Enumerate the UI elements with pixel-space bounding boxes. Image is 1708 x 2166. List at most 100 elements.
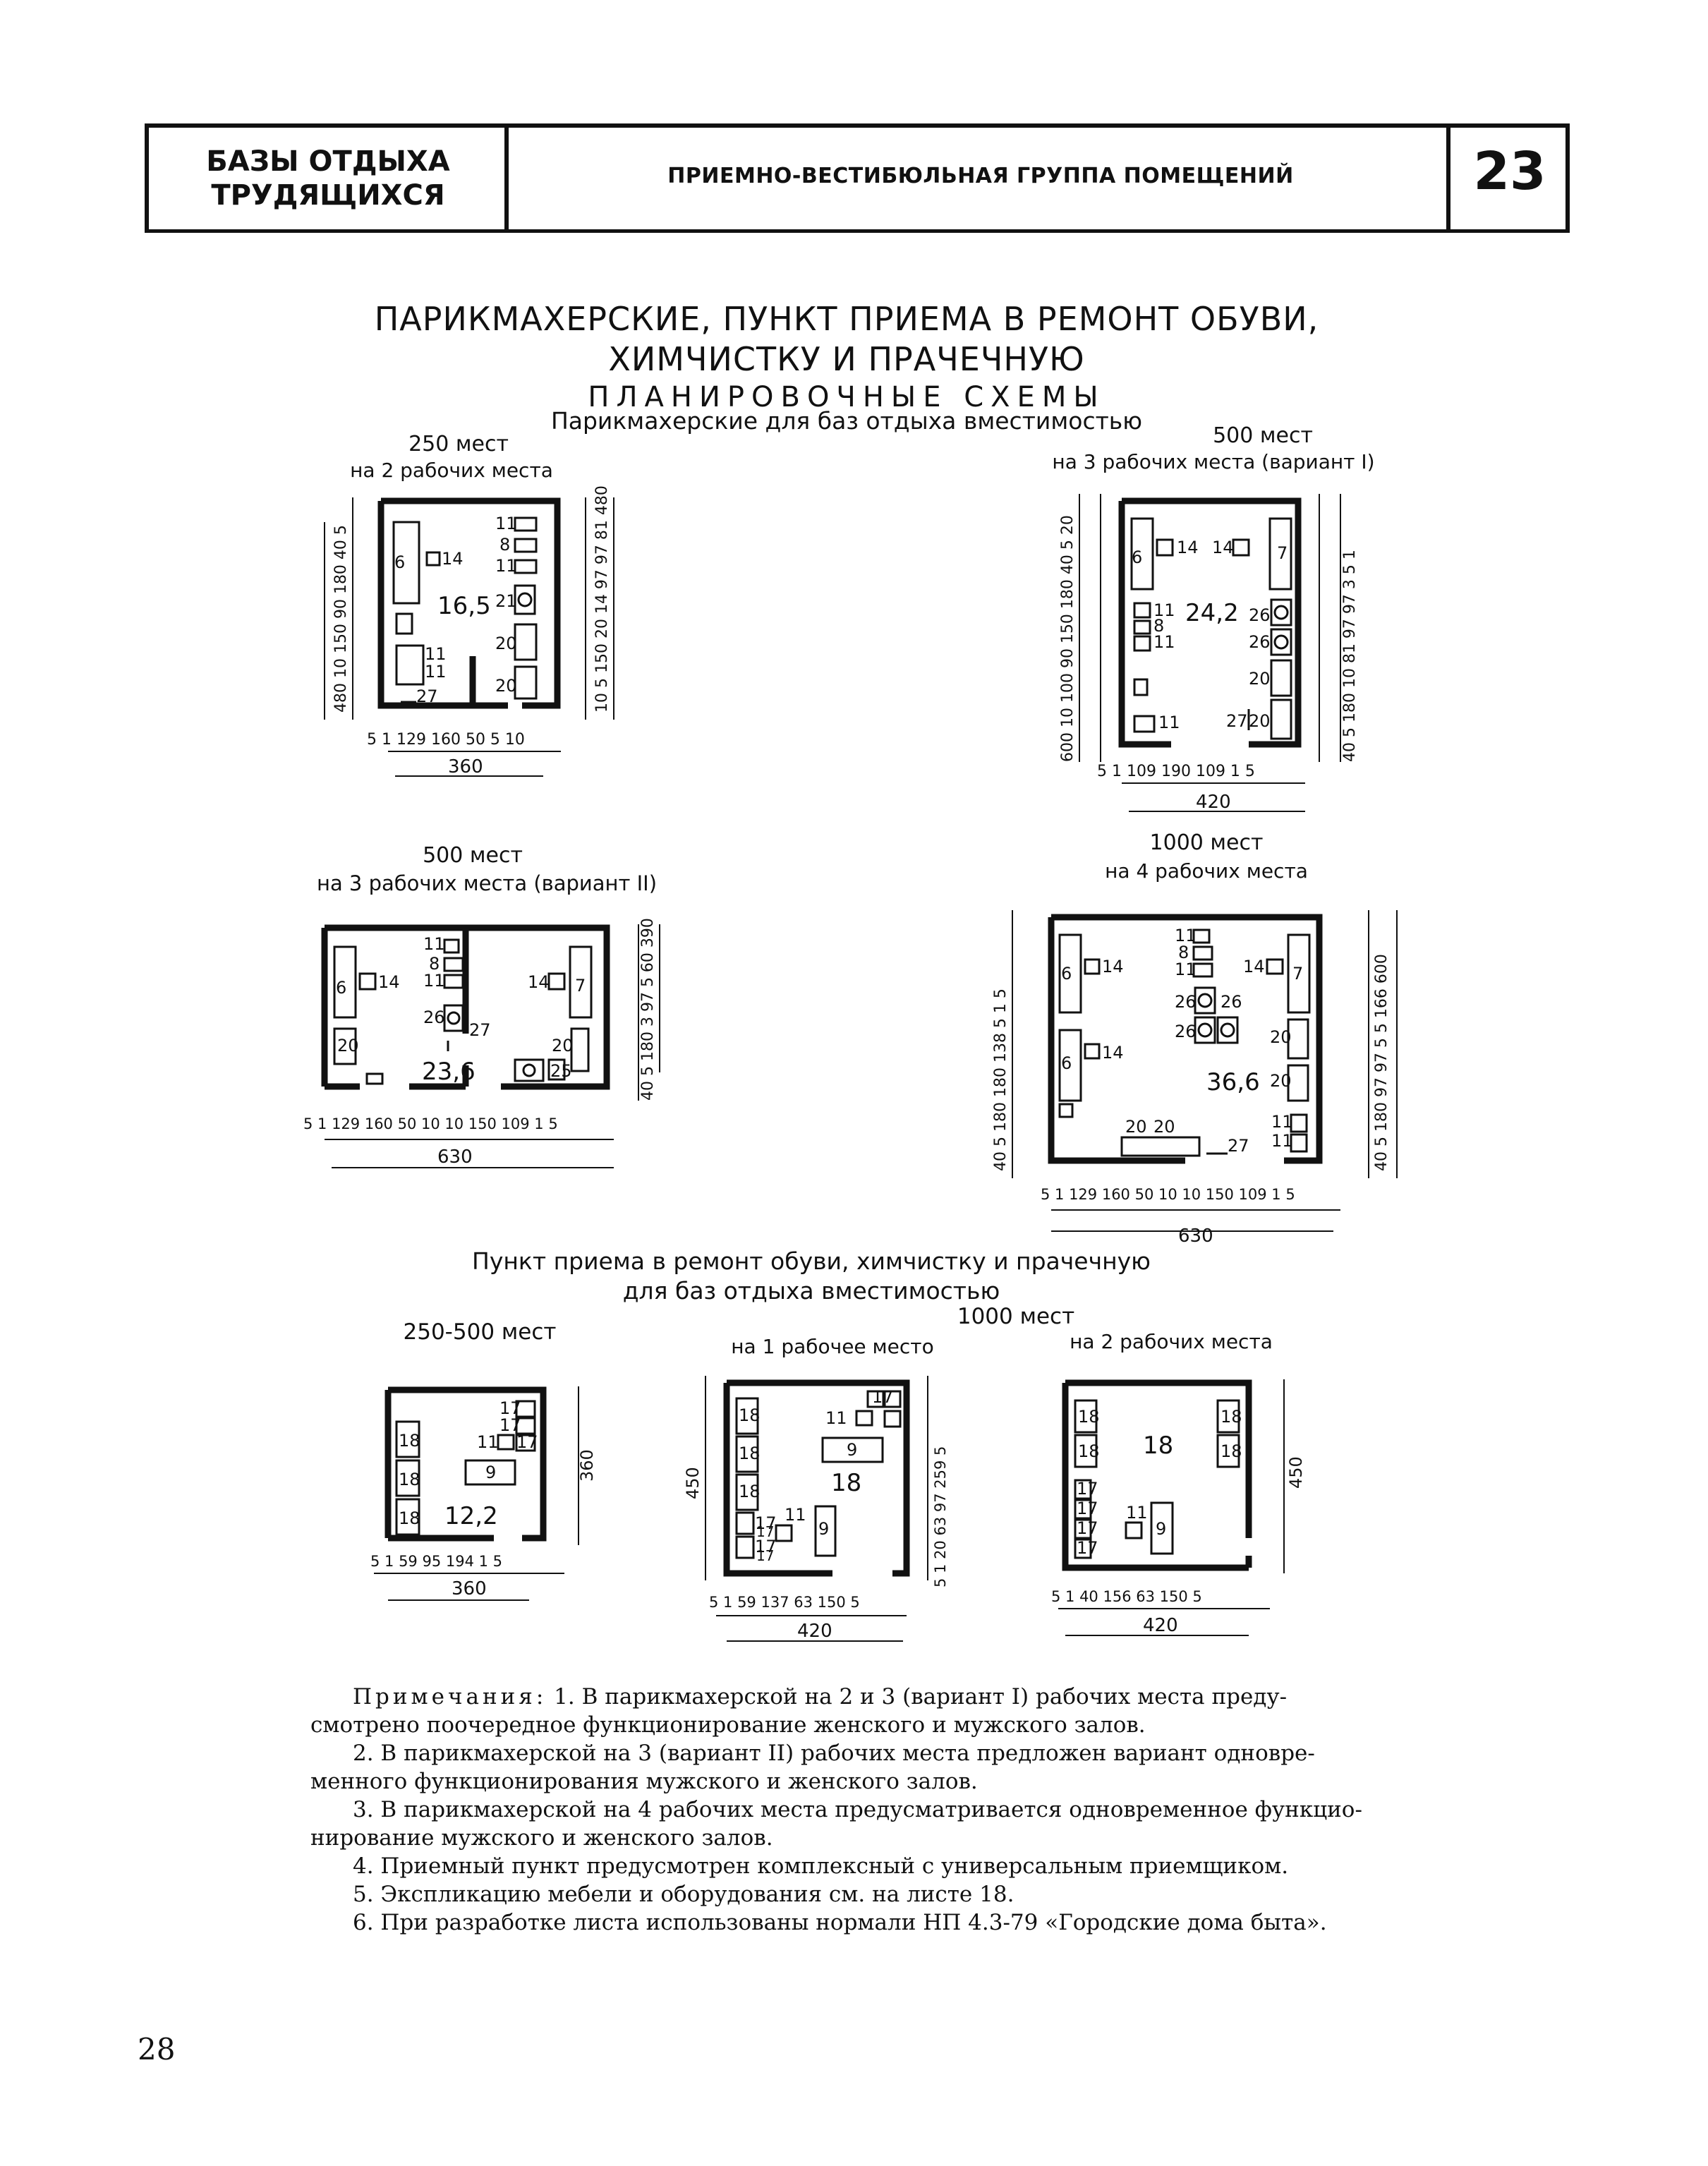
header-bottom-rule <box>145 229 1570 233</box>
furniture-label: 27 <box>1226 711 1248 731</box>
dimension-label: 600 10 100 90 150 180 40 5 20 <box>1059 515 1077 762</box>
dimension-total: 420 <box>1196 792 1231 813</box>
furniture-label: 27 <box>469 1020 491 1040</box>
furniture-label: 17 <box>756 1523 774 1540</box>
dimension-label: 5 1 59 137 63 150 5 <box>709 1594 860 1611</box>
dimension-label: 5 1 129 160 50 10 10 150 109 1 5 <box>303 1115 558 1132</box>
furniture-label: 11 <box>1175 926 1197 945</box>
furniture-label: 9 <box>1156 1519 1166 1539</box>
furniture-label: 18 <box>399 1508 420 1528</box>
furniture-label: 20 <box>1153 1117 1175 1137</box>
furniture-label: 9 <box>485 1463 496 1482</box>
header-divider <box>1565 123 1570 233</box>
plan-capacity: 250 мест <box>408 432 509 456</box>
furniture-label: 17 <box>1077 1479 1098 1499</box>
furniture-label: 26 <box>1175 992 1197 1012</box>
dimension-total: 360 <box>448 756 483 778</box>
floor-plan-1000: 6 14 11 8 11 14 7 26 26 26 6 14 20 20 20… <box>974 889 1411 1256</box>
furniture-label: 11 <box>495 514 517 533</box>
note-line: 2. В парикмахерской на 3 (вариант II) ра… <box>353 1741 1315 1766</box>
room-area: 16,5 <box>437 592 491 620</box>
note-line: 3. В парикмахерской на 4 рабочих места п… <box>353 1797 1362 1822</box>
furniture-label: 11 <box>477 1432 499 1452</box>
furniture-label: 21 <box>495 591 517 611</box>
note-line: нирование мужского и женского залов. <box>310 1825 773 1851</box>
dimension-total: 630 <box>437 1146 473 1168</box>
furniture-label: 17 <box>516 1432 538 1452</box>
furniture-label: 14 <box>528 972 550 992</box>
page-number: 28 <box>138 2032 176 2067</box>
furniture-label: 14 <box>1102 1043 1124 1063</box>
repair-plan-1000-one-workplace: 18 18 18 17 17 11 17 9 11 9 17 17 18 5 1… <box>677 1362 959 1658</box>
header-group: ПРИЕМНО-ВЕСТИБЮЛЬНАЯ ГРУППА ПОМЕЩЕНИЙ <box>667 164 1294 188</box>
note-line: смотрено поочередное функционирование же… <box>310 1712 1146 1738</box>
plan-capacity: 250-500 мест <box>403 1319 557 1345</box>
floor-plan-500-variant-2: 6 14 11 8 11 14 7 26 27 20 20 25 23,6 5 … <box>303 910 698 1178</box>
furniture-label: 17 <box>1077 1538 1098 1558</box>
furniture-label: 27 <box>416 686 438 706</box>
dimension-label: 5 1 20 63 97 259 5 <box>932 1446 949 1587</box>
room-area: 18 <box>831 1469 861 1497</box>
furniture-label: 11 <box>425 644 447 664</box>
dimension-label: 40 5 180 10 81 97 97 3 5 1 <box>1341 550 1359 762</box>
furniture-label: 26 <box>1221 992 1242 1012</box>
furniture-label: 18 <box>1078 1407 1100 1427</box>
dimension-label: 450 <box>1286 1456 1306 1489</box>
furniture-label: 14 <box>1102 957 1124 976</box>
plan-capacity: 1000 мест <box>1149 830 1264 855</box>
dimension-label: 5 1 40 156 63 150 5 <box>1051 1588 1202 1605</box>
furniture-label: 18 <box>739 1482 761 1501</box>
furniture-label: 18 <box>399 1470 420 1489</box>
header-divider <box>145 123 149 233</box>
header-section-line: БАЗЫ ОТДЫХА <box>206 145 450 178</box>
dimension-total: 630 <box>1178 1226 1213 1247</box>
furniture-label: 18 <box>1221 1407 1242 1427</box>
furniture-label: 20 <box>1125 1117 1147 1137</box>
dimension-label: 40 5 180 180 138 5 1 5 <box>992 988 1010 1171</box>
furniture-label: 14 <box>378 972 400 992</box>
section-caption: Парикмахерские для баз отдыха вместимост… <box>550 407 1143 435</box>
plan-capacity: 1000 мест <box>957 1304 1075 1329</box>
furniture-label: 6 <box>394 552 405 572</box>
plan-workplaces: на 4 рабочих места <box>1105 859 1308 883</box>
furniture-label: 9 <box>818 1519 829 1539</box>
furniture-label: 11 <box>1153 632 1175 652</box>
furniture-label: 20 <box>1270 1071 1292 1091</box>
furniture-label: 11 <box>825 1408 847 1428</box>
note-line: 4. Приемный пункт предусмотрен комплексн… <box>353 1853 1289 1879</box>
furniture-label: 20 <box>495 634 517 653</box>
dimension-label: 5 1 129 160 50 10 10 150 109 1 5 <box>1041 1186 1295 1203</box>
note-line: 5. Экспликацию мебели и оборудования см.… <box>353 1882 1014 1907</box>
furniture-label: 17 <box>1077 1499 1098 1518</box>
dimension-label: 40 5 180 3 97 5 60 390 <box>639 918 657 1101</box>
furniture-label: 8 <box>1153 616 1164 636</box>
dimension-label: 360 <box>577 1449 597 1482</box>
furniture-label: 17 <box>755 1537 777 1556</box>
furniture-label: 11 <box>1158 713 1180 732</box>
furniture-label: 14 <box>1243 957 1265 976</box>
furniture-label: 11 <box>1153 600 1175 620</box>
floor-plan-500-variant-1: 6 14 14 7 11 8 11 26 26 20 20 27 11 24,2… <box>1044 480 1383 833</box>
header-divider <box>504 123 509 233</box>
header-top-rule <box>145 123 1570 128</box>
note-line: 1. В парикмахерской на 2 и 3 (вариант I)… <box>554 1684 1288 1710</box>
dimension-label: 10 5 150 20 14 97 97 81 480 <box>593 485 611 713</box>
furniture-label: 20 <box>1249 711 1271 731</box>
furniture-label: 18 <box>399 1431 420 1451</box>
page-title: ПАРИКМАХЕРСКИЕ, ПУНКТ ПРИЕМА В РЕМОНТ ОБ… <box>374 300 1319 338</box>
section-caption: Пункт приема в ремонт обуви, химчистку и… <box>472 1247 1151 1275</box>
header-divider <box>1446 123 1450 233</box>
furniture-label: 18 <box>1078 1441 1100 1461</box>
furniture-label: 20 <box>1270 1027 1292 1047</box>
repair-plan-1000-two-workplaces: 18 18 18 18 17 17 17 17 11 9 18 5 1 40 1… <box>1037 1362 1333 1658</box>
furniture-label: 7 <box>575 976 586 996</box>
furniture-label: 11 <box>1175 960 1197 979</box>
furniture-label: 6 <box>1061 964 1072 984</box>
dimension-label: 450 <box>683 1467 703 1499</box>
plan-workplaces: на 1 рабочее место <box>731 1335 934 1358</box>
furniture-label: 17 <box>499 1398 521 1418</box>
furniture-label: 14 <box>1212 538 1234 557</box>
furniture-label: 25 <box>550 1061 572 1081</box>
notes-heading: Примечания: <box>353 1684 547 1710</box>
furniture-label: 14 <box>442 549 464 569</box>
